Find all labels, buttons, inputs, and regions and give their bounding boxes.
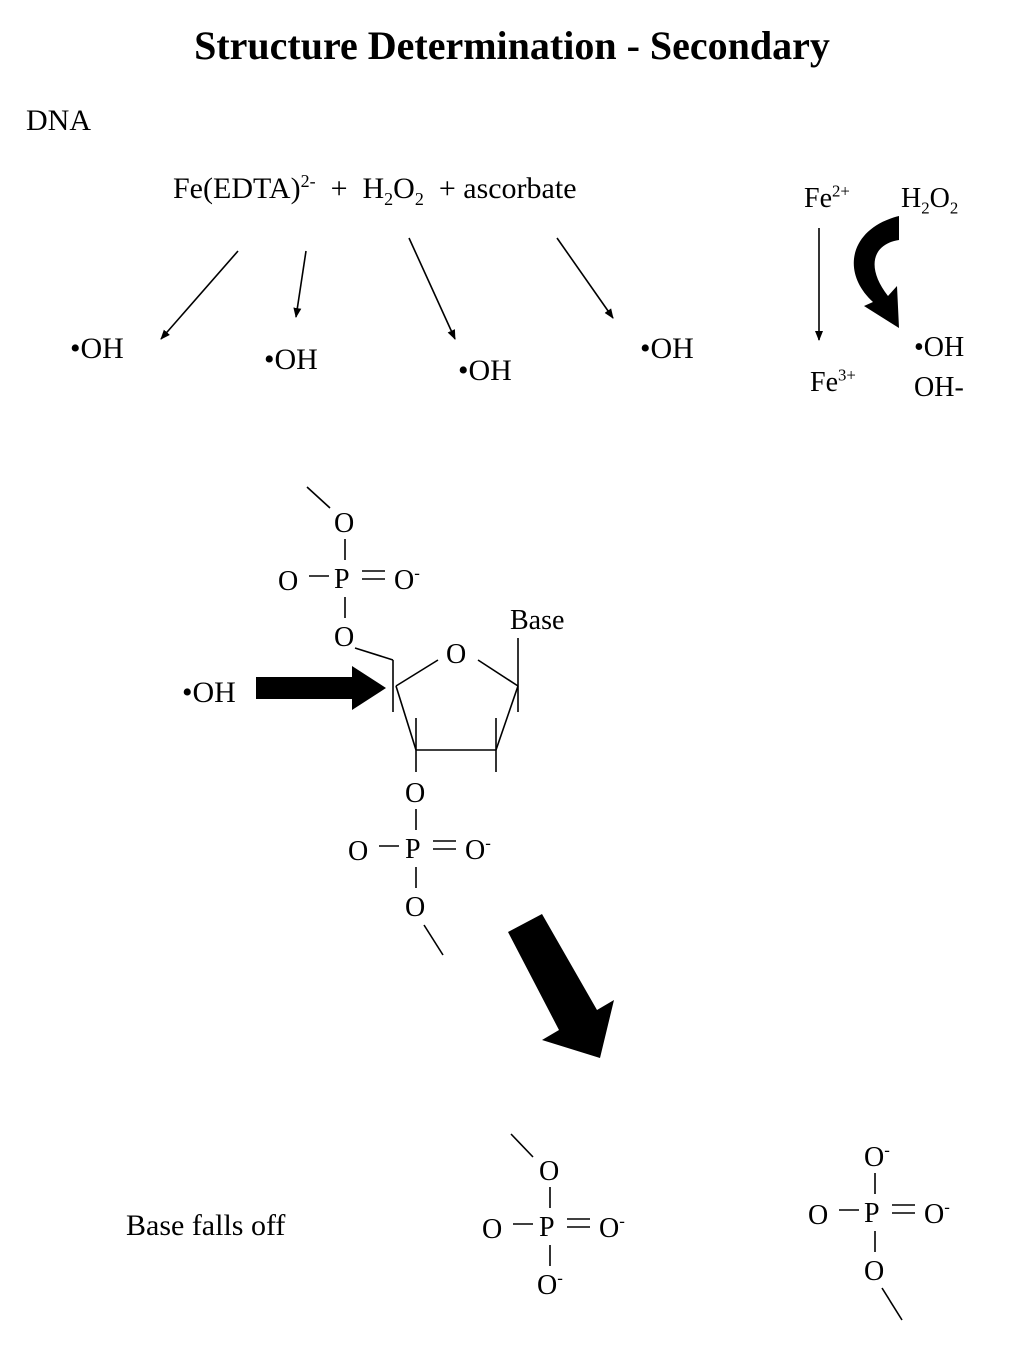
h2o2-sub-1: 2 <box>384 189 394 209</box>
cycle-h: H <box>901 183 922 214</box>
product1-oxygen-lower: O- <box>537 1268 563 1301</box>
cycle-sub-1: 2 <box>921 198 930 218</box>
fe3-base: Fe <box>810 367 838 398</box>
bottom-o-right-symbol: O <box>465 835 486 866</box>
page-title: Structure Determination - Secondary <box>194 23 830 68</box>
arrow-to-radical-1 <box>160 250 239 340</box>
bottom-phosphate-phosphorus: P <box>405 834 421 865</box>
bottom-phosphate-oxygen-right: O- <box>465 833 491 866</box>
reaction-arrow <box>508 914 614 1058</box>
product2-o-right-symbol: O <box>924 1199 945 1230</box>
product2-oxygen-right: O- <box>924 1197 950 1230</box>
product2-o-upper-charge: - <box>884 1140 890 1160</box>
product2-oxygen-left: O <box>808 1200 829 1231</box>
bottom-phosphate-oxygen-lower: O <box>405 892 426 923</box>
product1-o-right-charge: - <box>619 1211 625 1231</box>
h2o2-h: H <box>362 172 385 205</box>
ring-bond-c4-o <box>395 659 439 687</box>
product1-chain-bond <box>510 1133 534 1158</box>
product1-oxygen-left: O <box>482 1214 503 1245</box>
top-phosphate-oxygen-lower: O <box>334 622 355 653</box>
cycle-sub-2: 2 <box>949 198 959 218</box>
product1-oxygen-right: O- <box>599 1211 625 1244</box>
fe2-charge: 2+ <box>832 181 850 201</box>
bond-o-to-c5 <box>354 647 394 661</box>
h2o2-cycle-label: H2O2 <box>901 183 958 217</box>
top-o-right-charge: - <box>414 563 420 583</box>
fe2-label: Fe2+ <box>804 181 850 214</box>
arrow-to-radical-4 <box>556 237 614 319</box>
product1-phosphorus: P <box>539 1212 555 1243</box>
bottom-o-right-charge: - <box>485 833 491 853</box>
arrow-to-radical-2 <box>293 250 307 318</box>
product2-o-upper-symbol: O <box>864 1142 885 1173</box>
hydroxyl-radical-1: •OH <box>70 332 124 365</box>
base-label: Base <box>510 605 565 636</box>
bottom-phosphate-oxygen-upper: O <box>405 778 426 809</box>
plus-sign: + <box>330 172 348 205</box>
base-falls-off-label: Base falls off <box>126 1209 286 1242</box>
dna-label: DNA <box>26 104 91 137</box>
product1-o-lower-charge: - <box>557 1268 563 1288</box>
top-phosphate-phosphorus: P <box>334 564 350 595</box>
bottom-phosphate-oxygen-left: O <box>348 836 369 867</box>
curved-fenton-arrow <box>853 216 899 328</box>
ring-bond-c4-c3 <box>395 685 417 751</box>
product1-o-right-symbol: O <box>599 1213 620 1244</box>
hydroxyl-radical-3: •OH <box>458 354 512 387</box>
hydroxyl-radical-2: •OH <box>264 343 318 376</box>
ring-bond-o-c1 <box>477 659 519 687</box>
top-phosphate-oxygen-right: O- <box>394 563 420 596</box>
bottom-chain-bond <box>423 924 444 956</box>
hydroxide-label: OH- <box>914 372 964 403</box>
fe-edta-text: Fe(EDTA) <box>173 172 301 205</box>
product2-phosphorus: P <box>864 1198 880 1229</box>
product2-chain-bond <box>881 1287 903 1321</box>
cycle-hydroxyl-radical: •OH <box>914 332 965 363</box>
ring-bond-c1-c2 <box>495 685 519 751</box>
product2-oxygen-upper: O- <box>864 1140 890 1173</box>
fe2-base: Fe <box>804 183 832 214</box>
h2o2-o: O <box>393 172 415 205</box>
top-phosphate-oxygen-upper: O <box>334 508 355 539</box>
top-o-right-symbol: O <box>394 565 415 596</box>
reaction-equation: Fe(EDTA)2- + H2O2 + ascorbate <box>173 171 577 208</box>
product2-oxygen-lower: O <box>864 1256 885 1287</box>
radical-attack-arrow <box>256 666 386 710</box>
top-phosphate-oxygen-left: O <box>278 566 299 597</box>
hydroxyl-radical-4: •OH <box>640 332 694 365</box>
top-chain-bond <box>306 486 331 509</box>
fe-edta-charge: 2- <box>300 171 316 191</box>
attacking-hydroxyl-radical: •OH <box>182 676 236 709</box>
fe3-label: Fe3+ <box>810 365 856 398</box>
product1-oxygen-upper: O <box>539 1156 560 1187</box>
fe3-charge: 3+ <box>838 365 856 385</box>
product1-o-lower-symbol: O <box>537 1270 558 1301</box>
product2-o-right-charge: - <box>944 1197 950 1217</box>
arrow-to-radical-3 <box>408 237 456 340</box>
plus-ascorbate: + ascorbate <box>438 172 577 205</box>
h2o2-sub-2: 2 <box>414 189 424 209</box>
ring-oxygen: O <box>446 639 467 670</box>
cycle-o: O <box>929 183 950 214</box>
